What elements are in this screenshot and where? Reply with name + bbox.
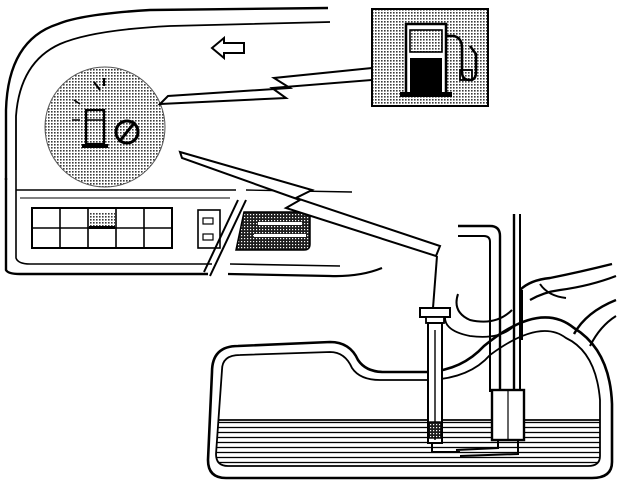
filler-neck bbox=[519, 262, 617, 347]
indicator-strip bbox=[31, 207, 173, 249]
fuel-sender-unit bbox=[419, 255, 460, 453]
fuel-warning-lamp bbox=[371, 8, 489, 107]
fuel-tank bbox=[206, 316, 614, 480]
instrument-panel bbox=[4, 6, 383, 278]
signal-connector-lamp bbox=[157, 66, 373, 106]
left-arrow-icon bbox=[210, 35, 245, 61]
fuel-pickup-tube bbox=[455, 214, 526, 457]
panel-break-marks bbox=[203, 199, 247, 277]
fuel-pump-icon bbox=[400, 22, 478, 97]
tank-upper-line bbox=[444, 293, 515, 338]
switch-indicator bbox=[197, 209, 221, 249]
digital-display bbox=[235, 211, 311, 251]
fuel-gauge-icon bbox=[44, 66, 166, 188]
